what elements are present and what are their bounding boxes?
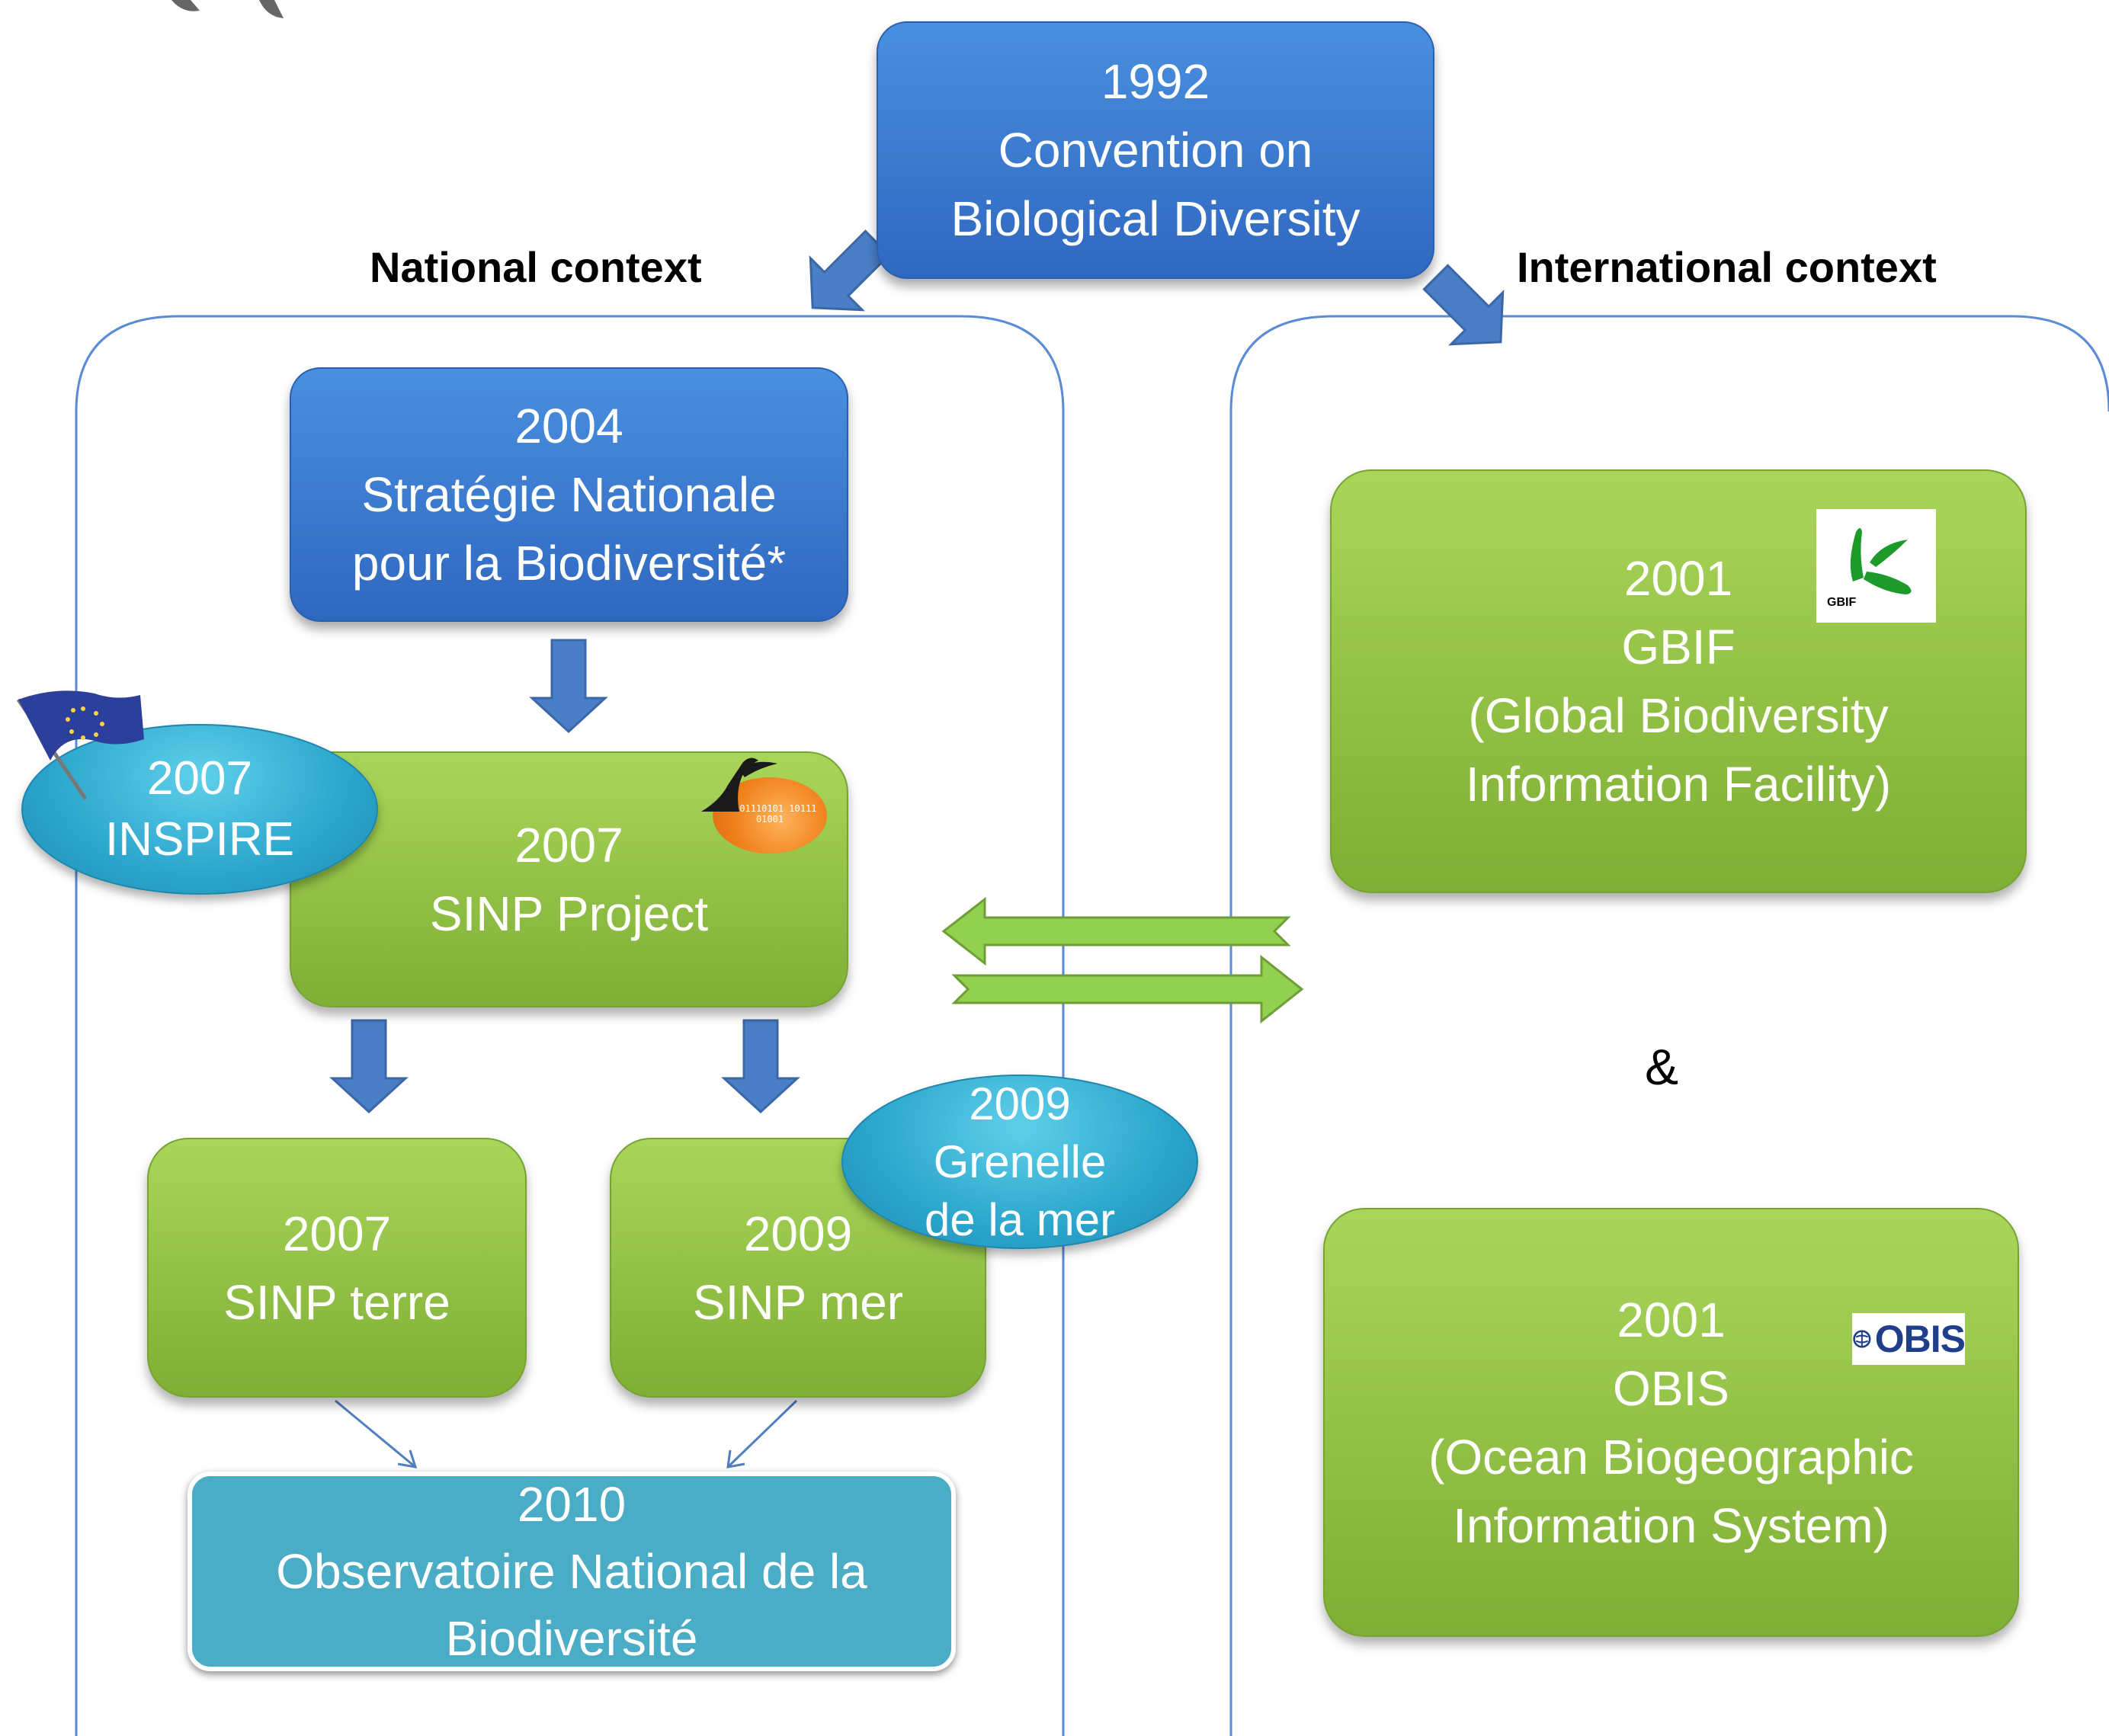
gbif-year: 2001 (1623, 551, 1733, 606)
obis-logo: OBIS (1852, 1313, 1966, 1365)
international-context-container (1229, 315, 2109, 1736)
sinp-terre-year: 2007 (282, 1206, 392, 1261)
sinp-logo-tree-icon (701, 757, 777, 812)
gbif-leaf-icon (1850, 528, 1912, 594)
exchange-arrow-right (951, 954, 1304, 1024)
onb-line1: Observatoire National de la (276, 1544, 867, 1599)
international-context-label: International context (1517, 243, 1937, 291)
sinp-mer-label: SINP mer (692, 1274, 904, 1330)
gbif-name: GBIF (1621, 620, 1736, 674)
gbif-logo-text: GBIF (1827, 596, 1857, 609)
arrow-root-to-national (809, 229, 891, 312)
obis-name: OBIS (1613, 1360, 1729, 1416)
eu-flag-icon (16, 690, 144, 800)
onb-box: 2010 Observatoire National de la Biodive… (188, 1472, 956, 1671)
sinp-terre-label: SINP terre (223, 1274, 450, 1330)
sinp-terre-box: 2007 SINP terre (147, 1138, 527, 1398)
inspire-label: INSPIRE (104, 813, 295, 866)
snb-year: 2004 (514, 399, 623, 453)
obis-line2: Information System) (1453, 1497, 1889, 1553)
inspire-oval: 2007 INSPIRE (21, 724, 378, 895)
arrow-snb-to-sinp (529, 639, 608, 734)
snb-line2: pour la Biodiversité* (351, 536, 787, 591)
obis-line1: (Ocean Biogeographic (1428, 1429, 1914, 1485)
sinp-logo-text: 01001110101 1011101001 (723, 803, 817, 825)
decor-leaf-icon (171, 0, 284, 18)
connector-terre-to-onb (335, 1399, 418, 1469)
root-line1: Convention on (998, 123, 1313, 178)
obis-globe-icon (1853, 1330, 1871, 1348)
grenelle-oval: 2009 Grenelle de la mer (841, 1075, 1198, 1249)
ampersand: & (1645, 1039, 1679, 1095)
gbif-logo: GBIF (1816, 509, 1936, 623)
grenelle-line2: de la mer (924, 1193, 1116, 1245)
grenelle-line1: Grenelle (933, 1135, 1107, 1187)
snb-line1: Stratégie Nationale (361, 467, 777, 522)
national-context-label: National context (370, 243, 702, 291)
snb-box: 2004 Stratégie Nationale pour la Biodive… (290, 367, 848, 622)
sinp-project-label: SINP Project (429, 886, 709, 941)
gbif-line1: (Global Biodiversity (1468, 688, 1889, 743)
onb-line2: Biodiversité (445, 1611, 698, 1666)
obis-logo-text: OBIS (1874, 1318, 1966, 1360)
sinp-project-year: 2007 (514, 818, 623, 873)
obis-box: 2001 OBIS (Ocean Biogeographic Informati… (1323, 1208, 2019, 1637)
grenelle-year: 2009 (969, 1078, 1071, 1129)
arrow-root-to-international (1422, 264, 1505, 346)
arrow-sinp-to-mer (721, 1019, 800, 1114)
inspire-year: 2007 (147, 752, 252, 805)
onb-year: 2010 (517, 1477, 627, 1532)
arrow-sinp-to-terre (329, 1019, 409, 1114)
root-box-convention: 1992 Convention on Biological Diversity (877, 21, 1434, 279)
exchange-arrow-left (941, 896, 1291, 966)
root-year: 1992 (1101, 54, 1210, 109)
sinp-mer-year: 2009 (743, 1206, 853, 1261)
root-line2: Biological Diversity (950, 191, 1361, 246)
obis-year: 2001 (1617, 1292, 1726, 1347)
connector-mer-to-onb (726, 1399, 798, 1469)
gbif-box: 2001 GBIF (Global Biodiversity Informati… (1330, 469, 2027, 893)
gbif-line2: Information Facility) (1465, 757, 1892, 812)
national-context-container (75, 315, 1065, 1736)
